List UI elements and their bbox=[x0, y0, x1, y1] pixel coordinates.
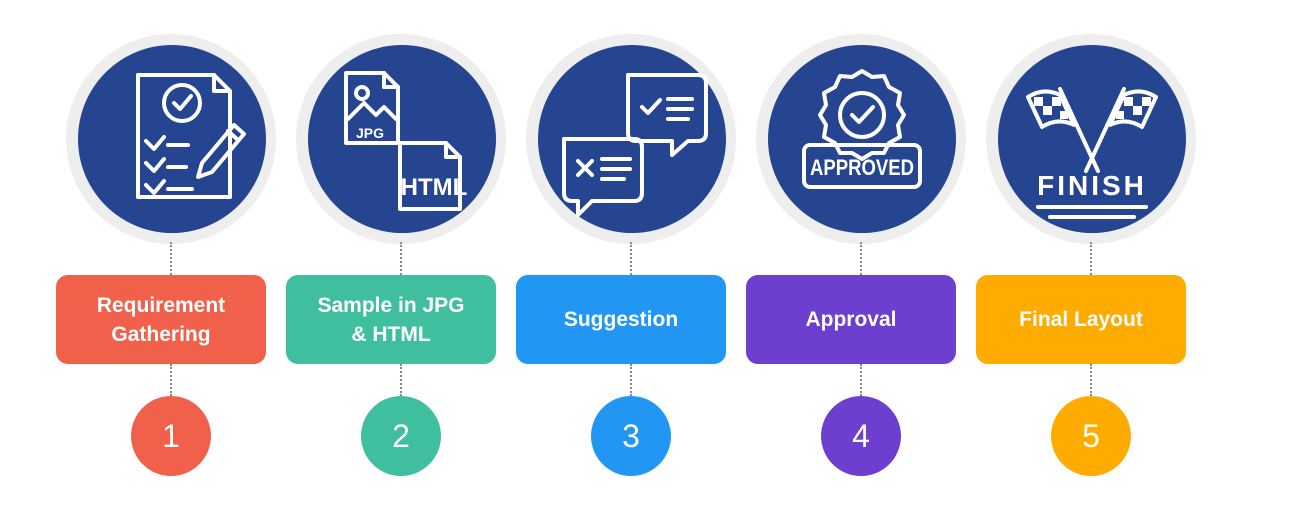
step-number: 3 bbox=[591, 396, 671, 476]
connector-upper bbox=[400, 242, 402, 275]
connector-upper bbox=[170, 242, 172, 275]
step-label: Sample in JPG & HTML bbox=[286, 275, 496, 364]
finish-label: FINISH bbox=[1037, 170, 1147, 201]
approved-badge-icon: APPROVED bbox=[802, 69, 922, 189]
connector-upper bbox=[630, 242, 632, 275]
step-icon-disc bbox=[78, 45, 266, 233]
step-2: JPG HTML Sample in JPG & HTML 2 bbox=[286, 0, 516, 514]
step-icon-disc: FINISH bbox=[998, 45, 1186, 233]
connector-upper bbox=[1090, 242, 1092, 275]
jpg-html-files-icon: JPG HTML bbox=[344, 71, 468, 211]
jpg-label: JPG bbox=[356, 125, 384, 141]
step-label: Requirement Gathering bbox=[56, 275, 266, 364]
step-4: APPROVED Approval 4 bbox=[746, 0, 976, 514]
step-3: Suggestion 3 bbox=[516, 0, 746, 514]
step-number: 4 bbox=[821, 396, 901, 476]
step-icon-disc bbox=[538, 45, 726, 233]
step-number: 1 bbox=[131, 396, 211, 476]
html-label: HTML bbox=[401, 174, 468, 201]
connector-lower bbox=[1090, 364, 1092, 396]
connector-lower bbox=[170, 364, 172, 396]
checklist-pencil-icon bbox=[136, 73, 246, 199]
step-label: Suggestion bbox=[516, 275, 726, 364]
step-number: 2 bbox=[361, 396, 441, 476]
connector-lower bbox=[400, 364, 402, 396]
approved-label: APPROVED bbox=[810, 155, 914, 180]
step-label: Approval bbox=[746, 275, 956, 364]
step-number: 5 bbox=[1051, 396, 1131, 476]
finish-flags-icon: FINISH bbox=[1026, 87, 1158, 219]
step-1: Requirement Gathering 1 bbox=[56, 0, 286, 514]
connector-lower bbox=[860, 364, 862, 396]
connector-lower bbox=[630, 364, 632, 396]
step-5: FINISH Final Layout 5 bbox=[976, 0, 1206, 514]
step-label: Final Layout bbox=[976, 275, 1186, 364]
chat-bubbles-icon bbox=[562, 73, 708, 217]
connector-upper bbox=[860, 242, 862, 275]
step-icon-disc: APPROVED bbox=[768, 45, 956, 233]
step-icon-disc: JPG HTML bbox=[308, 45, 496, 233]
